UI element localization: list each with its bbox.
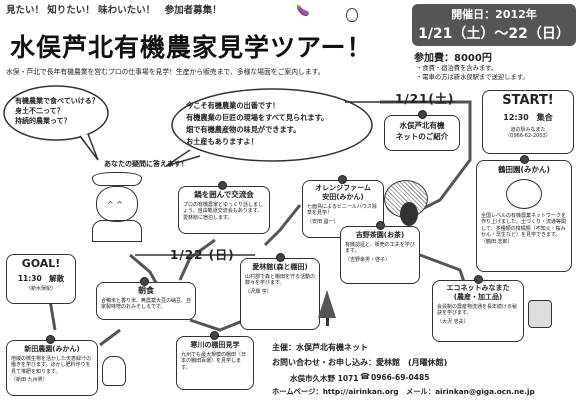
contact: お問い合わせ・お申し込み：愛林館 (月曜休館) [272,358,448,367]
day1-label: 1/21(土) [395,92,455,106]
page-subtitle: 水俣・芦北で長年有機農業を営むプロの仕事場を見学！生産から販売まで、多様な場面を… [6,68,325,76]
stop-nitta: 新田農園(みかん) 地域の微生物を活かした天恵緑汁の働きを学びます。ほかし肥料作… [6,340,98,396]
stop-tsuruda-title: 鶴田園(みかん) [498,165,550,174]
organizer: 主催：水俣芦北有機ネット [272,343,368,352]
stop-econet: エコネットみなまた (農産・加工品) 会員制の農産物流通を長年続ける秘訣を学びま… [432,280,524,342]
stop-kouryukai-text: プロの有機農家とゆっくり話しましょう。自由軌道交流会もあります。愛林館に宿泊しま… [183,202,264,221]
start-label: START! [502,93,554,108]
farmer-illustration: ^ ^ [82,172,152,242]
stop-econet-text: 会員制の農産物流通を長年続ける秘訣を学びます。 [437,304,518,317]
jam-jar-icon [528,300,552,328]
stop-kouryukai-title: 鍋を囲んで交流会 [194,190,254,199]
vegetable-icon: 🍆 [296,4,310,17]
intro-box: 水俣芦北有機 ネットのご紹介 [384,115,460,151]
goal-time: 11:30 解散 [17,274,65,283]
question-bubble: 有機農業で食べていける？ 身土不二って？ 持続的農業って？ [15,97,99,125]
stop-tanada-text: 九州でも最大規模の棚田（日本の棚田百選）を見学します。 [181,352,247,371]
pin-icon [210,331,219,340]
invite-bubble: 今こそ有機農業の出番です！ 有機農業の巨匠の現場をすべて見られます。 畑で有機農… [186,101,329,146]
goal-label: GOAL! [21,257,61,270]
pin-icon [46,335,55,344]
stop-tsuruda: 鶴田園(みかん) 全国レベルの有機農業ネットワークを作り上げました。土づくり・流… [476,160,572,272]
stop-airinkan-text: 山村部で森と棚田を守る活動の数々を学びます。 [245,274,316,287]
stop-airinkan: 愛林館(森と棚田) 山村部で森と棚田を守る活動の数々を学びます。 （沢畑 亨） [240,258,320,330]
stop-nitta-person: （新田 九州男） [11,377,48,384]
stop-orange-person: （安田 昌一） [307,218,339,225]
date-panel: 開催日：2012年 1/21（土）～22（日） [412,4,576,46]
pin-icon [276,253,285,262]
fee-note-2: ・電車の方は新水俣駅まで送迎します。 [416,74,529,81]
address: 水俣市久木野 1071 [290,374,359,383]
pin-icon [338,175,347,184]
start-place: 道の駅みなまた （0966-62-2003） [505,127,551,140]
stop-orange-text: 七面鳥によるビニールハウス除草を見学！ [307,204,377,217]
start-time: 12:30 集合 [503,113,553,122]
pin-icon [140,277,149,286]
stop-tanada: 寒川の棚田見学 九州でも最大規模の棚田（日本の棚田百選）を見学します。 [176,336,254,390]
stop-kouryukai: 鍋を囲んで交流会 プロの有機農家とゆっくり話しましょう。自由軌道交流会もあります… [178,186,270,234]
goal-box: GOAL! 11:30 解散 （新水俣駅） [6,254,76,304]
stop-airinkan-title: 愛林館(森と棚田) [252,263,308,271]
pin-icon [474,275,483,284]
garlic-icon [346,8,358,22]
stop-choshoku-text: 合鴨米と香り米、無農薬大豆の納豆、自家製味噌のおみそしるです。 [101,298,192,311]
date-label: 開催日：2012年 [451,8,537,21]
fee: 参加費：8000円 [414,53,492,64]
stop-yoshino: 吉野茶園(お茶) 有機認証と、販売の工夫を学びます。 （吉野幸男・啓子） [340,226,420,284]
stop-choshoku: 朝食 合鴨米と香り米、無農薬大豆の納豆、自家製味噌のおみそしるです。 [96,282,196,320]
stop-nitta-title: 新田農園(みかん) [24,345,80,353]
pin-icon [418,110,427,119]
stop-nitta-text: 地域の微生物を活かした天恵緑汁の働きを学びます。ほかし肥料作りを見て堆肥を知りま… [11,356,92,375]
day2-label: 1/22 (日) [170,248,235,262]
stop-airinkan-person: （沢畑 亨） [245,288,272,295]
web-contact: ホームページ：http://airinkan.org メール：airinkan@… [272,387,535,396]
orange-icon [506,179,542,209]
stop-econet-title: エコネットみなまた (農産・加工品) [446,284,510,301]
pin-icon [520,155,529,164]
fee-note-1: ・食費・宿泊費を含みます。 [416,65,498,72]
intro-label: 水俣芦北有機 ネットのご紹介 [395,121,449,141]
answer-caption: あなたの疑問に答えます！ [104,160,188,168]
pin-icon [376,221,385,230]
pin-icon [218,181,227,190]
tagline: 見たい！ 知りたい！ 味わいたい！ 参加者募集！ [6,5,222,16]
stop-econet-person: （大沢 忠夫） [437,318,469,325]
turkey-illustration [384,180,432,234]
phone: 0966-69-0485 [371,373,430,382]
stop-orange-title: オレンジファーム 安田(みかん) [315,184,371,201]
pot-icon [102,356,126,386]
phone-icon: ☎ [360,372,370,381]
stop-tsuruda-text: 全国レベルの有機農業ネットワークを作り上げました。土づくり・流通等関して、多種類… [481,213,567,239]
stop-yoshino-title: 吉野茶園(お茶) [355,231,405,239]
date-range: 1/21（土）～22（日） [418,26,570,42]
tree-icon [318,290,336,326]
stop-tsuruda-person: （鶴田 志郎） [481,238,513,245]
stop-choshoku-title: 朝食 [138,286,154,295]
stop-tanada-title: 寒川の棚田見学 [190,341,240,349]
stop-yoshino-text: 有機認証と、販売の工夫を学びます。 [345,242,415,255]
stop-yoshino-person: （吉野幸男・啓子） [345,256,391,263]
start-box: START! 12:30 集合 道の駅みなまた （0966-62-2003） [482,90,574,154]
page-title: 水俣芦北有機農家見学ツアー！ [10,33,373,62]
goal-place: （新水俣駅） [25,286,56,292]
